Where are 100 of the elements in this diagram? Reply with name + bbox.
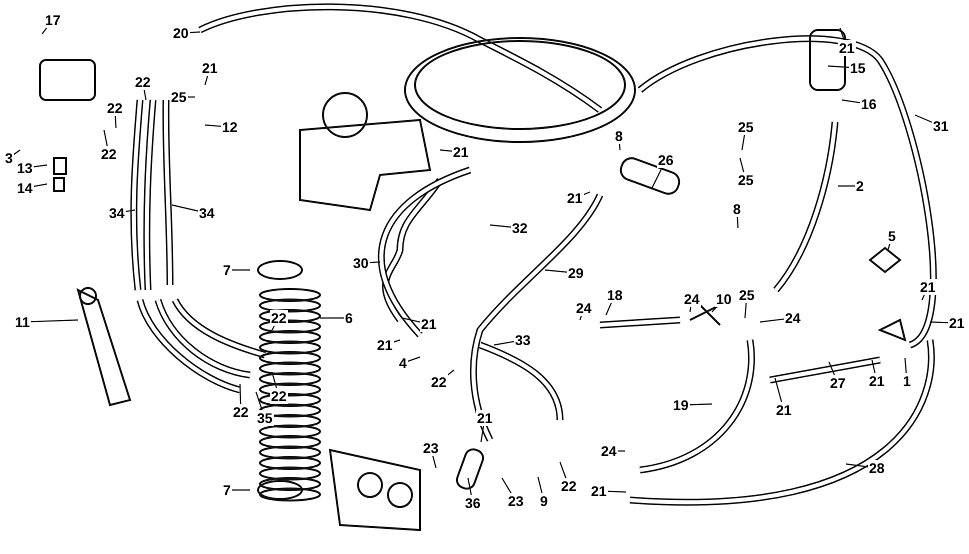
callout-number: 21 bbox=[376, 337, 394, 353]
callout-number: 34 bbox=[198, 205, 216, 221]
leader-line bbox=[114, 116, 117, 128]
leader-line bbox=[828, 65, 850, 68]
callout-number: 28 bbox=[868, 460, 886, 476]
leader-line bbox=[320, 317, 344, 319]
callout-number: 24 bbox=[600, 443, 618, 459]
leader-line bbox=[736, 216, 739, 228]
leader-line bbox=[239, 384, 242, 404]
callout-number: 21 bbox=[452, 144, 470, 160]
leader-line bbox=[904, 358, 907, 374]
callout-number: 11 bbox=[14, 314, 31, 330]
leader-line bbox=[839, 28, 845, 40]
callout-number: 10 bbox=[715, 291, 733, 307]
callout-number: 18 bbox=[606, 287, 624, 303]
callout-number: 24 bbox=[784, 310, 802, 326]
leader-line bbox=[741, 134, 746, 150]
leader-line bbox=[914, 114, 932, 123]
leader-line bbox=[467, 478, 472, 496]
leader-line bbox=[871, 360, 876, 374]
callout-number: 24 bbox=[575, 300, 593, 316]
leader-line bbox=[103, 130, 108, 146]
leader-line bbox=[271, 372, 278, 388]
leader-line bbox=[921, 294, 925, 300]
leader-line bbox=[255, 392, 263, 410]
leader-line bbox=[828, 362, 835, 376]
leader-line bbox=[271, 326, 275, 330]
callout-number: 22 bbox=[106, 100, 124, 116]
callout-number: 21 bbox=[201, 60, 219, 76]
leader-line bbox=[838, 185, 855, 187]
callout-number: 34 bbox=[108, 205, 126, 221]
leader-line bbox=[608, 490, 626, 493]
leader-line bbox=[544, 269, 568, 273]
callout-number: 29 bbox=[567, 265, 585, 281]
callout-number: 24 bbox=[683, 291, 701, 307]
callout-number: 21 bbox=[838, 40, 856, 56]
callout-number: 31 bbox=[932, 118, 950, 134]
leader-line bbox=[440, 149, 452, 152]
callout-number: 27 bbox=[829, 375, 847, 391]
callout-number: 8 bbox=[732, 201, 742, 217]
leader-line bbox=[33, 183, 48, 187]
callout-number: 36 bbox=[464, 495, 482, 511]
leader-line bbox=[480, 426, 484, 442]
leader-line bbox=[490, 224, 512, 228]
leader-line bbox=[930, 321, 948, 324]
leader-line bbox=[42, 28, 48, 34]
callout-number: 33 bbox=[514, 332, 532, 348]
callout-number: 21 bbox=[420, 316, 438, 332]
callout-number: 3 bbox=[4, 150, 14, 166]
callout-number: 14 bbox=[16, 180, 34, 196]
callout-number: 25 bbox=[738, 287, 756, 303]
callout-number: 22 bbox=[270, 388, 288, 404]
callout-number: 22 bbox=[560, 478, 578, 494]
leader-line bbox=[13, 150, 20, 155]
leader-line bbox=[744, 302, 747, 318]
leader-line bbox=[125, 209, 136, 212]
leader-line bbox=[144, 90, 147, 100]
leader-line bbox=[651, 168, 662, 188]
callout-number: 22 bbox=[232, 404, 250, 420]
callout-number: 23 bbox=[422, 440, 440, 456]
leader-line bbox=[605, 302, 612, 316]
callout-number: 22 bbox=[430, 374, 448, 390]
callout-number: 32 bbox=[511, 220, 529, 236]
callout-number: 30 bbox=[352, 255, 370, 271]
leader-line bbox=[690, 403, 712, 406]
callout-number: 5 bbox=[887, 228, 897, 244]
callout-number: 7 bbox=[222, 482, 232, 498]
leader-line bbox=[172, 204, 198, 212]
leader-line bbox=[537, 476, 543, 494]
callout-number: 19 bbox=[672, 397, 690, 413]
callout-number: 22 bbox=[270, 310, 288, 326]
leader-line bbox=[408, 356, 420, 362]
leader-line bbox=[204, 124, 222, 127]
leader-line bbox=[712, 306, 717, 312]
callout-number: 21 bbox=[919, 279, 937, 295]
callout-number: 9 bbox=[539, 493, 549, 509]
callout-number: 22 bbox=[134, 74, 152, 90]
leader-line bbox=[559, 462, 566, 478]
leader-line bbox=[887, 244, 890, 250]
leader-line bbox=[501, 478, 512, 494]
callout-number: 15 bbox=[849, 60, 867, 76]
callout-number: 35 bbox=[256, 410, 274, 426]
leader-line bbox=[739, 158, 744, 172]
callout-number: 2 bbox=[855, 178, 865, 194]
leader-line bbox=[432, 456, 437, 468]
leader-line bbox=[232, 269, 250, 271]
callout-number: 13 bbox=[16, 160, 34, 176]
callout-number: 25 bbox=[737, 119, 755, 135]
leader-line bbox=[579, 316, 582, 320]
callout-number: 12 bbox=[221, 119, 239, 135]
leader-line bbox=[774, 378, 782, 402]
callout-number: 6 bbox=[344, 310, 354, 326]
callout-number: 21 bbox=[775, 402, 793, 418]
callout-number: 26 bbox=[657, 152, 675, 168]
callout-number: 4 bbox=[398, 355, 408, 371]
callout-number: 21 bbox=[566, 190, 584, 206]
leader-line bbox=[494, 340, 514, 346]
callout-number: 25 bbox=[737, 172, 755, 188]
callout-number: 21 bbox=[476, 410, 494, 426]
callout-number: 21 bbox=[948, 315, 966, 331]
